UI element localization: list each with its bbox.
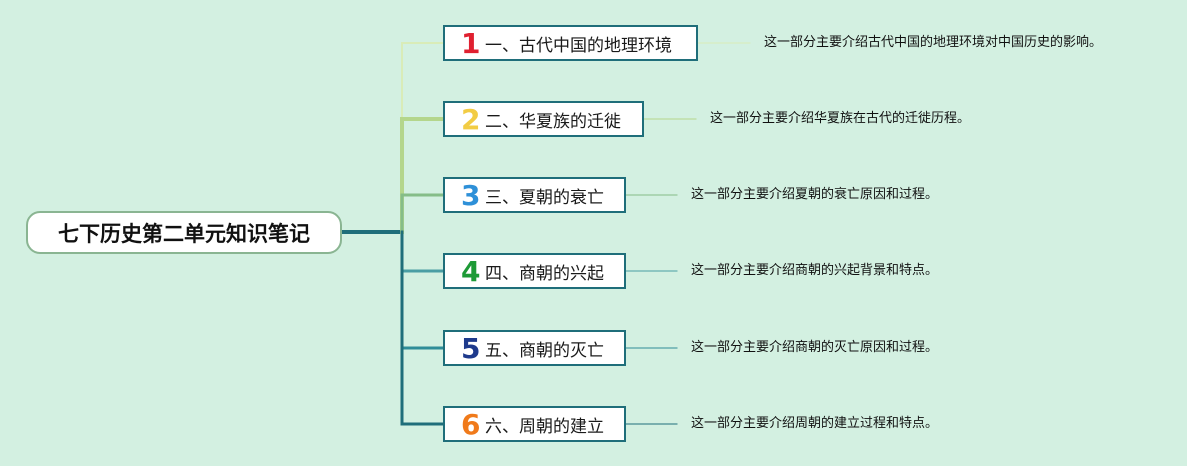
branch-topic-4[interactable]: 4 四、商朝的兴起 [443,253,626,289]
branch-note-2[interactable]: 这一部分主要介绍华夏族在古代的迁徙历程。 [710,111,971,126]
branch-note-5[interactable]: 这一部分主要介绍商朝的灭亡原因和过程。 [691,340,939,355]
branch-number: 4 [461,254,481,288]
branch-number: 5 [461,331,481,365]
branch-topic-3[interactable]: 3 三、夏朝的衰亡 [443,177,626,213]
branch-label: 三、夏朝的衰亡 [485,187,604,208]
branch-label: 四、商朝的兴起 [485,263,604,284]
branch-topic-5[interactable]: 5 五、商朝的灭亡 [443,330,626,366]
branch-label: 二、华夏族的迁徙 [485,111,621,132]
branch-note-3[interactable]: 这一部分主要介绍夏朝的衰亡原因和过程。 [691,187,939,202]
branch-note-4[interactable]: 这一部分主要介绍商朝的兴起背景和特点。 [691,263,939,278]
branch-number: 1 [461,26,481,60]
branch-topic-6[interactable]: 6 六、周朝的建立 [443,406,626,442]
branch-number: 2 [461,102,481,136]
branch-label: 六、周朝的建立 [485,416,604,437]
root-topic-label: 七下历史第二单元知识笔记 [58,221,310,246]
root-topic[interactable]: 七下历史第二单元知识笔记 [26,211,342,254]
branch-note-6[interactable]: 这一部分主要介绍周朝的建立过程和特点。 [691,416,939,431]
branch-topic-1[interactable]: 1 一、古代中国的地理环境 [443,25,698,61]
branch-note-1[interactable]: 这一部分主要介绍古代中国的地理环境对中国历史的影响。 [764,35,1103,50]
branch-topic-2[interactable]: 2 二、华夏族的迁徙 [443,101,644,137]
branch-label: 一、古代中国的地理环境 [485,35,672,56]
branch-label: 五、商朝的灭亡 [485,340,604,361]
branch-number: 6 [461,407,481,441]
branch-number: 3 [461,178,481,212]
